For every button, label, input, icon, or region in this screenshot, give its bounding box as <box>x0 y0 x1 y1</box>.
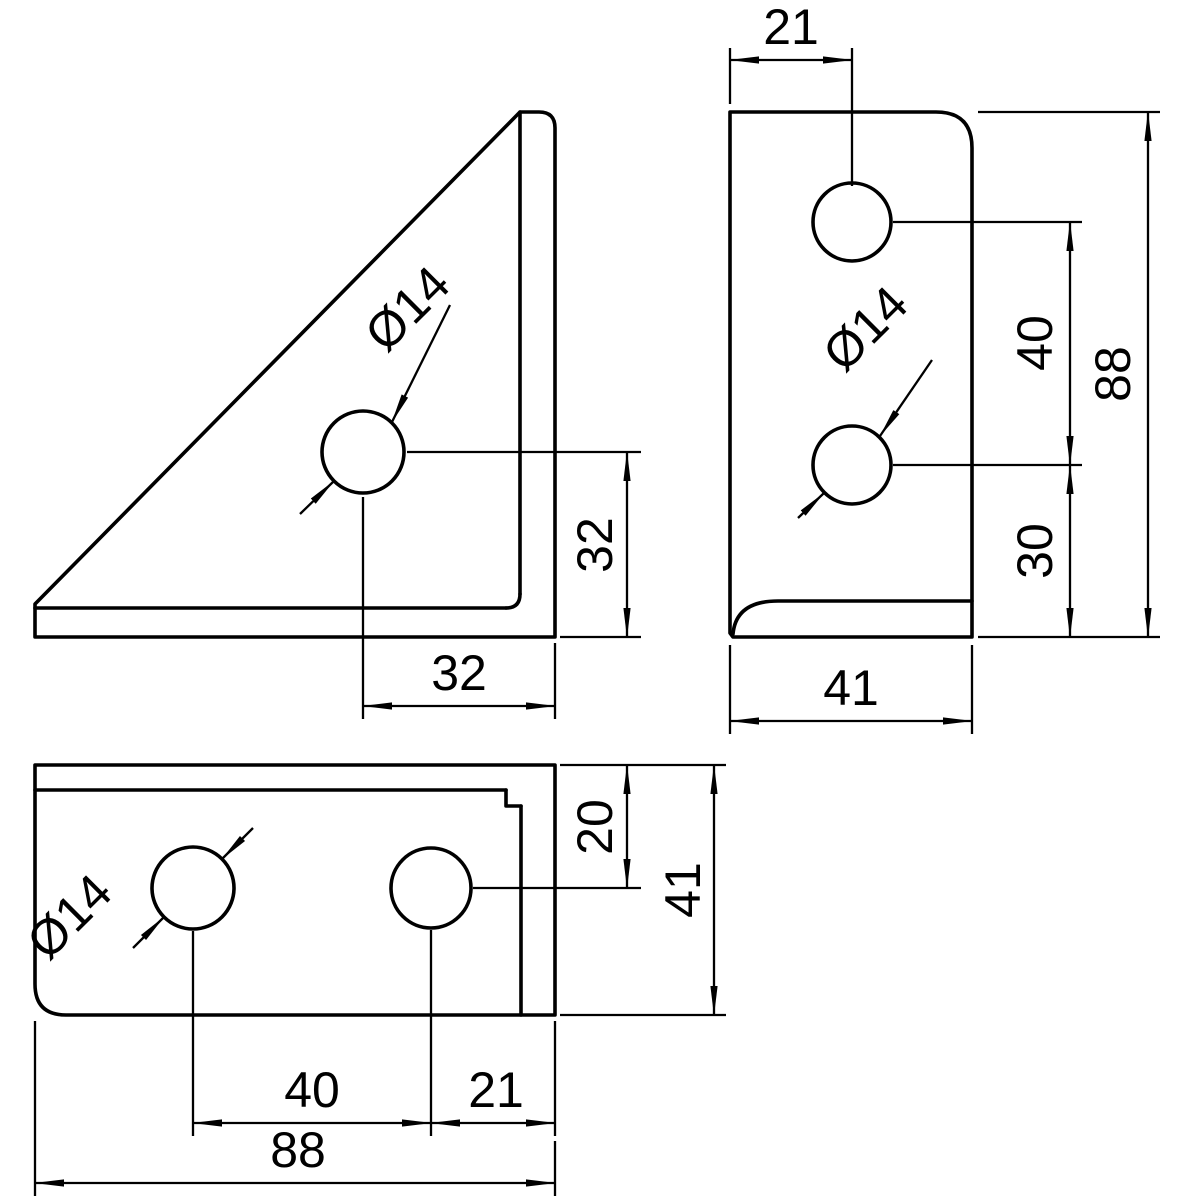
front-dim-edge-to-hole: 21 <box>728 0 854 186</box>
front-dim-height: 88 <box>978 110 1160 638</box>
front-dim-edge-to-hole-value: 21 <box>763 0 819 55</box>
top-dim-depth-value: 41 <box>655 862 711 918</box>
leader-line <box>390 304 452 423</box>
top-view-hole-left <box>150 845 236 931</box>
front-dim-hole-spacing: 40 <box>893 220 1082 467</box>
side-view-bend-radius <box>504 592 522 610</box>
front-dim-height-value: 88 <box>1085 346 1141 402</box>
side-view: Ø14 32 32 <box>33 110 641 719</box>
top-dim-length: 88 <box>33 1021 557 1196</box>
front-hole-diameter-label: Ø14 <box>812 275 918 381</box>
top-dim-edge-to-hole: 20 <box>473 763 726 890</box>
leader-line <box>221 827 254 860</box>
side-view-hole <box>320 409 406 495</box>
side-dim-hole-to-edge: 32 <box>361 497 557 719</box>
top-view-corner-notch <box>504 788 523 808</box>
top-dim-length-value: 88 <box>270 1122 326 1178</box>
top-dim-hole-to-end: 21 <box>430 1021 557 1136</box>
top-hole-diameter-label: Ø14 <box>16 863 122 969</box>
top-hole-diameter-dim: Ø14 <box>16 827 254 970</box>
top-dim-hole-spacing: 40 <box>191 930 433 1136</box>
front-view-fold-line <box>731 599 974 636</box>
leader-line <box>879 359 933 437</box>
leader-line <box>797 492 825 519</box>
leader-line <box>299 480 335 515</box>
front-view-outline <box>728 110 974 639</box>
top-view: Ø14 20 41 40 21 <box>16 763 726 1196</box>
front-dim-hole-to-bottom-value: 30 <box>1007 523 1063 579</box>
side-dim-hole-to-bottom: 32 <box>407 450 641 639</box>
side-dim-hole-to-bottom-value: 32 <box>567 517 623 573</box>
front-dim-width: 41 <box>728 645 974 734</box>
side-view-outline <box>33 110 557 639</box>
front-view: Ø14 21 40 30 88 <box>728 0 1160 734</box>
front-dim-hole-spacing-value: 40 <box>1007 315 1063 371</box>
top-dim-depth: 41 <box>560 764 726 1017</box>
top-view-hole-right <box>389 846 473 930</box>
front-dim-width-value: 41 <box>823 660 879 716</box>
front-view-hole-bottom <box>811 424 893 506</box>
side-dim-hole-to-edge-value: 32 <box>431 645 487 701</box>
side-hole-diameter-dim: Ø14 <box>299 255 461 515</box>
top-dim-edge-to-hole-value: 20 <box>567 799 623 855</box>
leader-line <box>132 916 165 949</box>
side-hole-diameter-label: Ø14 <box>354 255 460 361</box>
top-dim-hole-spacing-value: 40 <box>284 1062 340 1118</box>
top-dim-hole-to-end-value: 21 <box>468 1062 524 1118</box>
front-dim-hole-to-bottom: 30 <box>978 464 1160 639</box>
front-view-hole-top <box>811 181 893 263</box>
top-view-outline <box>33 763 557 1017</box>
